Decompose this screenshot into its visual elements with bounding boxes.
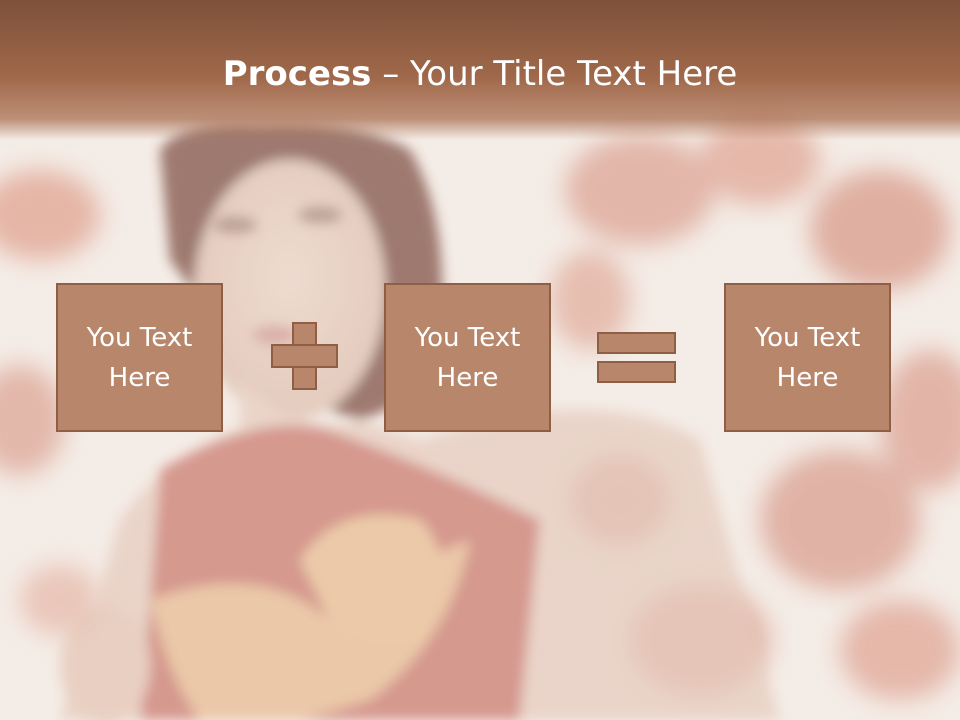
process-box-3[interactable]: You Text Here <box>724 283 891 432</box>
process-box-2[interactable]: You Text Here <box>384 283 551 432</box>
title-bold: Process <box>222 54 372 94</box>
title-bar <box>0 0 960 140</box>
title-rest: – Your Title Text Here <box>371 54 738 94</box>
process-box-1[interactable]: You Text Here <box>56 283 223 432</box>
process-box-label: You Text Here <box>86 322 193 393</box>
process-box-label: You Text Here <box>754 322 861 393</box>
slide-title: Process – Your Title Text Here <box>0 52 960 96</box>
process-box-label: You Text Here <box>414 322 521 393</box>
